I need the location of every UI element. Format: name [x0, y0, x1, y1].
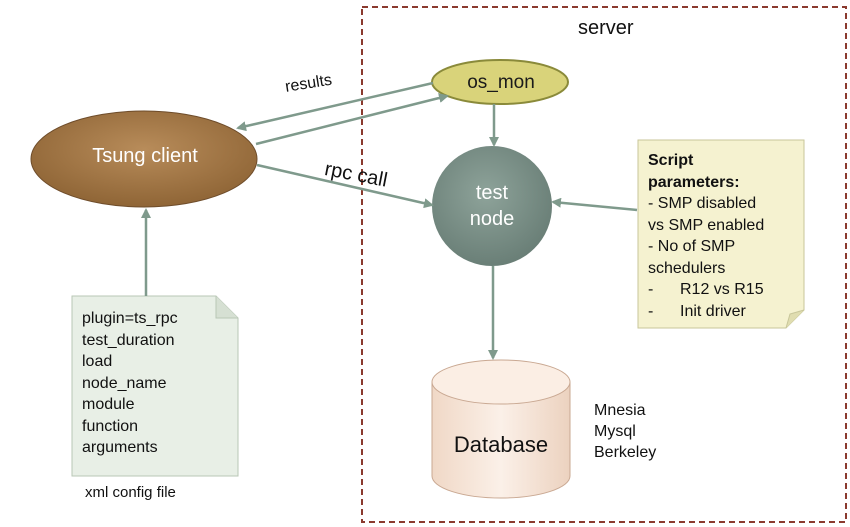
config-document: [71, 295, 239, 477]
arrow-results: [236, 81, 434, 132]
arrow-script-to-node: [551, 197, 638, 212]
test-node-line1: test: [475, 182, 509, 204]
database-cylinder: [431, 359, 571, 499]
config-line: arguments: [82, 439, 158, 456]
script-param-line: schedulers: [648, 259, 726, 277]
server-boundary: [361, 6, 847, 523]
config-line: module: [82, 396, 135, 413]
os-mon-label: os_mon: [467, 72, 535, 93]
config-file-contents: plugin=ts_rpc test_duration load node_na…: [82, 308, 178, 459]
script-param-line: vs SMP enabled: [648, 216, 765, 234]
script-params-text: Script parameters: - SMP disabled vs SMP…: [648, 150, 764, 322]
server-title: server: [578, 17, 634, 39]
database-type: Berkeley: [594, 444, 657, 461]
database-type: Mnesia: [594, 402, 646, 419]
test-node-line2: node: [469, 208, 515, 230]
config-file-caption: xml config file: [85, 484, 176, 501]
config-line: test_duration: [82, 331, 175, 349]
database-type: Mysql: [594, 423, 636, 440]
script-param-line: - Init driver: [648, 302, 746, 320]
tsung-client-label: Tsung client: [92, 145, 198, 167]
arrow-rpc-call: [256, 163, 434, 209]
config-line: plugin=ts_rpc: [82, 310, 178, 327]
database-types: Mnesia Mysql Berkeley: [594, 400, 656, 463]
config-line: node_name: [82, 374, 167, 392]
script-param-line: - R12 vs R15: [648, 281, 764, 298]
script-param-line: - No of SMP: [648, 238, 736, 255]
test-node-label: test node: [432, 180, 552, 232]
config-line: function: [82, 417, 139, 435]
test-node-circle: [432, 146, 552, 266]
script-params-title-1: Script: [648, 152, 694, 169]
script-params-title-2: parameters:: [648, 173, 740, 191]
database-label: Database: [453, 432, 549, 457]
script-param-line: - SMP disabled: [648, 195, 757, 212]
arrow-tsung-to-osmon: [255, 93, 449, 146]
tsung-client-node: [30, 110, 258, 208]
config-line: load: [82, 353, 113, 370]
